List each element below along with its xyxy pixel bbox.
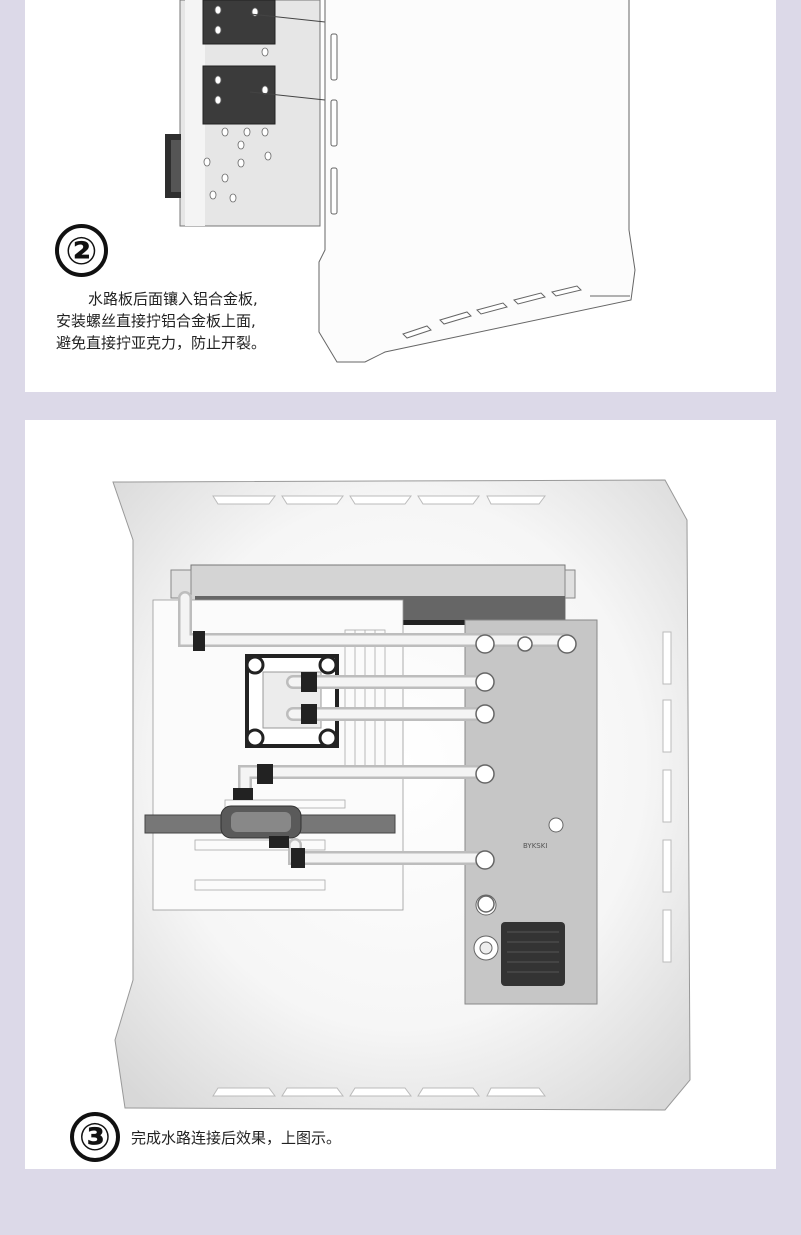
- step-2-line-2: 安装螺丝直接拧铝合金板上面,: [56, 312, 256, 330]
- step3-build-diagram: BYKSKI: [112, 479, 691, 1111]
- plate-highlight: [185, 0, 205, 226]
- pump-side-block-face: [171, 140, 181, 192]
- screw-guide-line: [249, 91, 326, 101]
- step-2-badge: ②: [55, 224, 108, 277]
- distro-ports: [475, 634, 577, 913]
- step-2-description: 水路板后面镶入铝合金板, 安装螺丝直接拧铝合金板上面, 避免直接拧亚克力，防止开…: [56, 288, 266, 354]
- mount-bracket-top: [202, 0, 276, 45]
- plate-holes: [203, 5, 272, 203]
- step-3-badge: ③: [70, 1112, 120, 1162]
- acrylic-board: [318, 0, 636, 363]
- top-vents: [212, 495, 546, 505]
- step-2-line-1: 水路板后面镶入铝合金板,: [88, 290, 258, 308]
- tube-fittings: [193, 631, 317, 868]
- step-3-description: 完成水路连接后效果，上图示。: [131, 1129, 342, 1147]
- step2-assembly-diagram: [165, 0, 636, 363]
- bottom-vents: [212, 1087, 546, 1097]
- step2-panel: [25, 0, 776, 392]
- step3-panel: BYKSKI: [25, 420, 776, 1169]
- right-vents: [662, 631, 672, 963]
- controller-heatsink: [501, 922, 565, 986]
- screw-guide-line: [249, 13, 326, 23]
- mount-bracket-bottom: [202, 65, 276, 125]
- step-2-line-3: 避免直接拧亚克力，防止开裂。: [56, 334, 267, 352]
- board-slots: [330, 33, 582, 339]
- plate-engraving: BYKSKI: [523, 842, 547, 850]
